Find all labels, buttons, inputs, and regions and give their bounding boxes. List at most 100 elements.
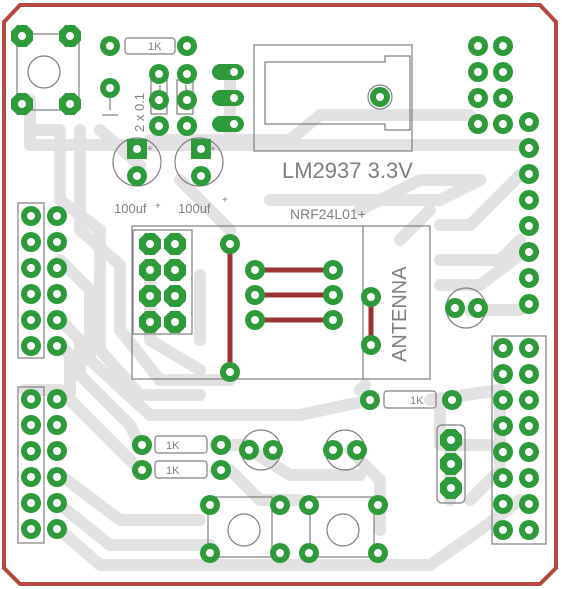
resistor-pad bbox=[132, 460, 152, 480]
header-pin bbox=[21, 389, 41, 409]
capacitor-pad bbox=[127, 139, 147, 159]
led-pad bbox=[468, 298, 488, 318]
capacitor-pad bbox=[149, 90, 169, 110]
header-pin bbox=[47, 284, 67, 304]
cap-polarity-marks: + + + + bbox=[147, 144, 228, 212]
header-pin bbox=[493, 416, 513, 436]
pushbutton-pad bbox=[59, 25, 81, 47]
header-pin bbox=[519, 268, 539, 288]
header-pin bbox=[519, 494, 539, 514]
header-pin bbox=[440, 429, 462, 451]
header-pin bbox=[519, 520, 539, 540]
header-pin bbox=[468, 88, 488, 108]
header-pin bbox=[519, 190, 539, 210]
jumper-pad bbox=[220, 362, 240, 382]
capacitor-pad bbox=[177, 90, 197, 110]
jumper-pad bbox=[361, 335, 381, 355]
led-pad bbox=[263, 440, 283, 460]
header-pin bbox=[493, 364, 513, 384]
header-pin bbox=[493, 468, 513, 488]
header-pin bbox=[47, 336, 67, 356]
regulator-pin bbox=[212, 90, 244, 106]
header-pin bbox=[21, 519, 41, 539]
header-pin bbox=[21, 284, 41, 304]
resistor-pad bbox=[132, 435, 152, 455]
capacitor-pad bbox=[149, 116, 169, 136]
header-pin bbox=[47, 258, 67, 278]
header-pin bbox=[519, 242, 539, 262]
pushbutton-pad bbox=[368, 495, 388, 515]
resistor-1-label: 1K bbox=[166, 440, 180, 452]
resistor-pad bbox=[100, 36, 120, 56]
module-pin bbox=[139, 233, 161, 255]
header-pin bbox=[21, 258, 41, 278]
header-pin bbox=[440, 453, 462, 475]
capacitor-pad bbox=[191, 166, 211, 186]
antenna-label: ANTENNA bbox=[389, 266, 411, 362]
regulator-label: LM2937 3.3V bbox=[282, 158, 413, 183]
header-pin bbox=[47, 389, 67, 409]
header-pin bbox=[519, 468, 539, 488]
header-pin bbox=[468, 114, 488, 134]
header-pin bbox=[468, 62, 488, 82]
module-pin bbox=[164, 259, 186, 281]
pushbutton-pad bbox=[299, 495, 319, 515]
svg-text:+: + bbox=[155, 201, 161, 212]
capacitor-pad bbox=[127, 166, 147, 186]
header-pin bbox=[493, 494, 513, 514]
regulator-pin bbox=[212, 116, 244, 132]
header-pin bbox=[493, 520, 513, 540]
header-pin bbox=[493, 442, 513, 462]
resistor-pad bbox=[442, 390, 462, 410]
header-pin bbox=[21, 336, 41, 356]
resistor-pad bbox=[211, 460, 231, 480]
module-pin bbox=[139, 285, 161, 307]
pushbutton-pad bbox=[59, 93, 81, 115]
header-pin bbox=[519, 338, 539, 358]
header-pin bbox=[47, 441, 67, 461]
module-pin bbox=[164, 233, 186, 255]
header-pin bbox=[440, 477, 462, 499]
header-pin bbox=[47, 467, 67, 487]
header-pin bbox=[21, 493, 41, 513]
header-pin bbox=[47, 415, 67, 435]
jumper-pad bbox=[245, 310, 265, 330]
module-pin bbox=[164, 311, 186, 333]
module-pin bbox=[139, 311, 161, 333]
header-pin bbox=[47, 232, 67, 252]
led-pad bbox=[323, 440, 343, 460]
pushbutton-pad bbox=[299, 543, 319, 563]
capacitor-pad bbox=[100, 78, 120, 98]
header-pin bbox=[21, 415, 41, 435]
header-pin bbox=[493, 36, 513, 56]
led-pad bbox=[239, 440, 259, 460]
copper-pads bbox=[11, 25, 539, 563]
cap-left-label: 100uf bbox=[114, 201, 147, 216]
header-pin bbox=[21, 206, 41, 226]
ceramic-label: 2 x 0.1 bbox=[132, 93, 147, 132]
svg-text:+: + bbox=[222, 195, 228, 206]
header-pin bbox=[47, 493, 67, 513]
capacitor-pad bbox=[177, 116, 197, 136]
resistor-pad bbox=[177, 36, 197, 56]
module-pin bbox=[164, 285, 186, 307]
header-pin bbox=[519, 112, 539, 132]
header-pin bbox=[519, 164, 539, 184]
header-pin bbox=[493, 390, 513, 410]
jumper-pad bbox=[323, 285, 343, 305]
pushbutton-pad bbox=[11, 93, 33, 115]
resistor-pad bbox=[211, 435, 231, 455]
header-pin bbox=[21, 467, 41, 487]
resistor-mid-right-label: 1K bbox=[410, 395, 424, 407]
jumper-pad bbox=[361, 287, 381, 307]
jumper-pad bbox=[245, 285, 265, 305]
capacitor-pad bbox=[191, 139, 211, 159]
regulator-pin bbox=[212, 64, 244, 80]
jumper-pad bbox=[220, 234, 240, 254]
radio-label: NRF24L01+ bbox=[290, 206, 366, 222]
pushbutton-pad bbox=[200, 543, 220, 563]
pushbutton-pad bbox=[270, 495, 290, 515]
header-pin bbox=[519, 138, 539, 158]
jumper-pad bbox=[323, 260, 343, 280]
